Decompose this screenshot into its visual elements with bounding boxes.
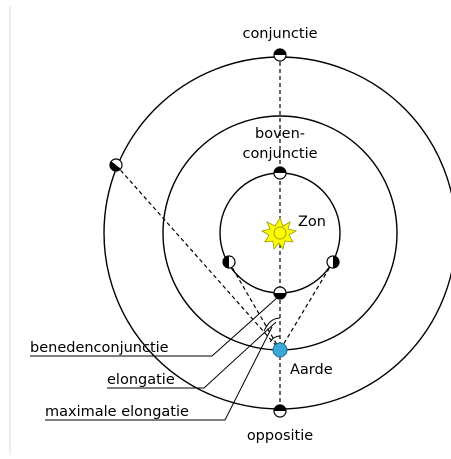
- planet-superior-conjunction: [273, 166, 287, 180]
- label-superior-conjunction-line2: conjunctie: [242, 146, 317, 162]
- sightline-outer-planet: [115, 164, 281, 351]
- leader-maximum-elongation: [45, 326, 273, 421]
- sightline-left-elongation: [228, 261, 281, 351]
- label-leaders: [30, 296, 281, 421]
- planet-outer-left: [109, 158, 123, 172]
- label-opposition: oppositie: [247, 428, 313, 444]
- label-elongation: elongatie: [107, 372, 175, 388]
- label-conjunction: conjunctie: [242, 26, 317, 42]
- label-sun: Zon: [298, 214, 326, 230]
- label-inferior-conjunction: benedenconjunctie: [30, 340, 169, 356]
- label-superior-conjunction-line1: boven-: [255, 126, 305, 142]
- planet-inferior-conjunction: [273, 286, 287, 300]
- planet-conjunction: [273, 48, 287, 62]
- elongation-angle-arc: [263, 317, 281, 332]
- label-maximum-elongation: maximale elongatie: [45, 404, 189, 420]
- max-elongation-angle-arc: [269, 335, 281, 343]
- sun-icon: [260, 217, 298, 250]
- planet-max-elongation-left: [222, 255, 236, 269]
- label-earth: Aarde: [290, 362, 333, 378]
- sightline-right-elongation: [279, 261, 334, 351]
- planet-max-elongation-right: [326, 255, 340, 269]
- leader-inferior-conjunction: [30, 296, 279, 357]
- earth-icon: [272, 342, 288, 358]
- leader-elongation: [107, 321, 277, 389]
- sight-lines: [115, 55, 334, 411]
- planet-opposition: [273, 404, 287, 418]
